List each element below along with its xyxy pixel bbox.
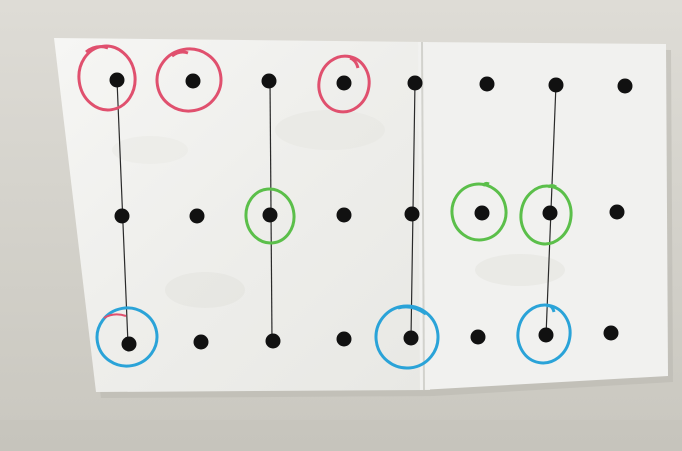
dot-row1-2 [186, 74, 201, 89]
dot-row3-6 [471, 330, 486, 345]
dot-row3-3 [266, 334, 281, 349]
dot-row1-4 [337, 76, 352, 91]
dot-row2-8 [610, 205, 625, 220]
dot-row3-4 [337, 332, 352, 347]
dot-row2-1 [115, 209, 130, 224]
dot-row3-2 [194, 335, 209, 350]
dot-row1-3 [262, 74, 277, 89]
dot-row1-5 [408, 76, 423, 91]
dot-row2-3 [263, 208, 278, 223]
dot-row3-8 [604, 326, 619, 341]
dot-row3-5 [404, 331, 419, 346]
dot-row1-1 [110, 73, 125, 88]
dot-row2-2 [190, 209, 205, 224]
floor-shadow [0, 420, 682, 451]
dot-row2-5 [405, 207, 420, 222]
dot-row2-7 [543, 206, 558, 221]
dot-row1-7 [549, 78, 564, 93]
paper-sheet-left [54, 38, 430, 392]
dot-row2-6 [475, 206, 490, 221]
green-circle-3-tail [548, 186, 556, 188]
dot-row2-4 [337, 208, 352, 223]
dot-row1-6 [480, 77, 495, 92]
dot-row3-1 [122, 337, 137, 352]
dot-row1-8 [618, 79, 633, 94]
dot-row3-7 [539, 328, 554, 343]
